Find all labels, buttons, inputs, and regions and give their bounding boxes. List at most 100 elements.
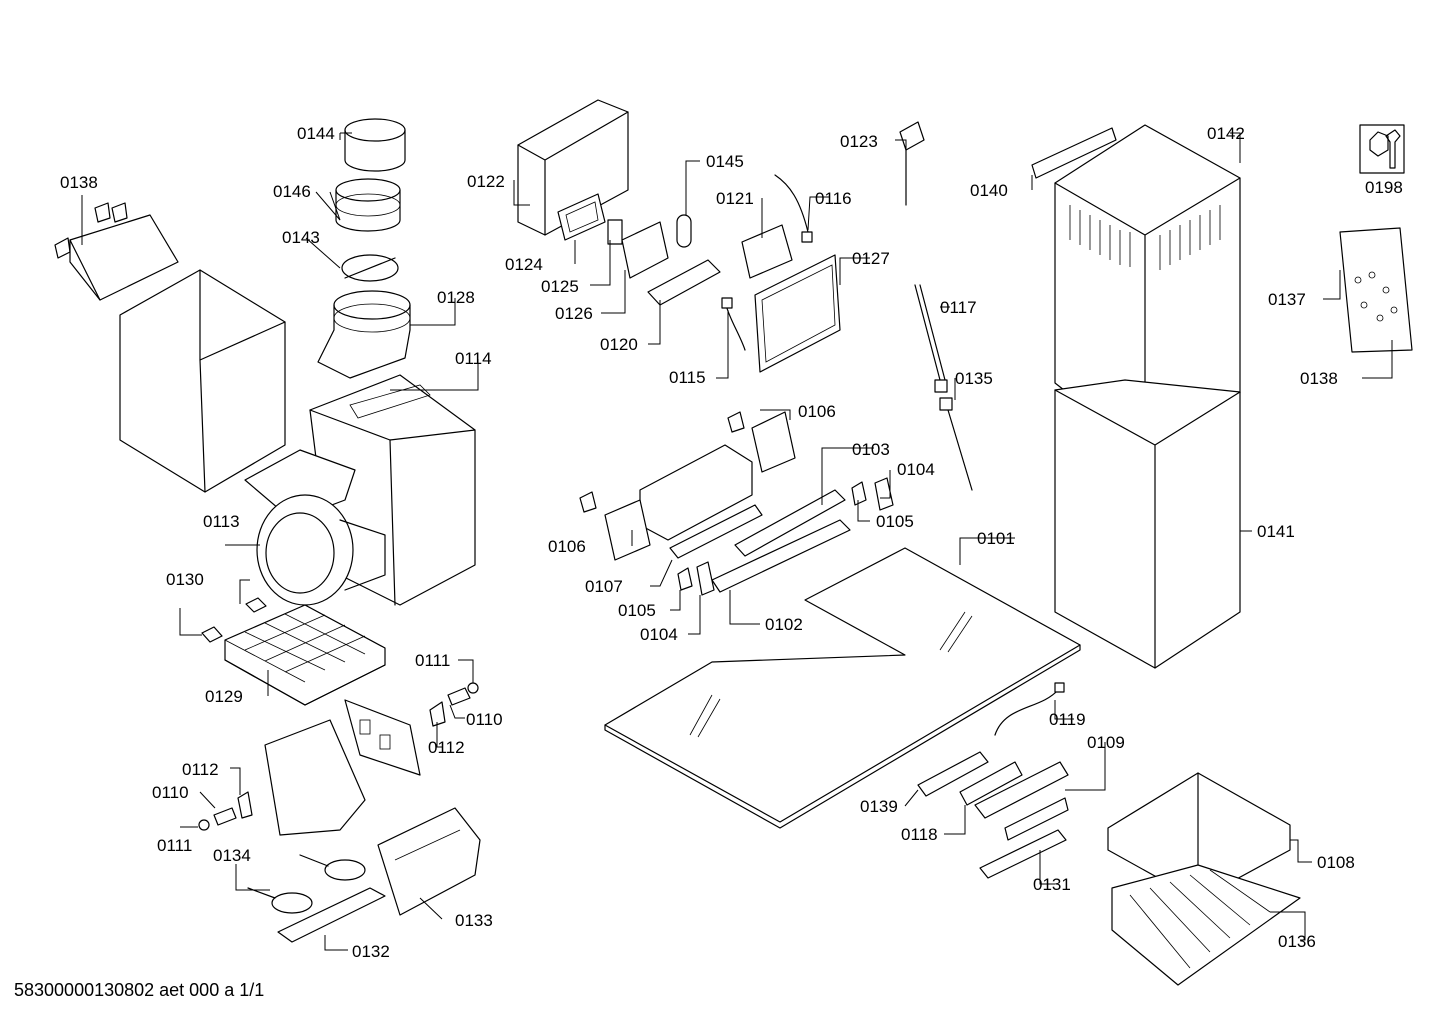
chimney-lower-0141 bbox=[1054, 379, 1241, 669]
document-footer: 58300000130802 aet 000 a 1/1 bbox=[14, 980, 265, 1000]
label-0102: 0102 bbox=[765, 615, 803, 634]
duct-ring-0146 bbox=[335, 178, 401, 232]
bolt-0110-left bbox=[198, 791, 253, 831]
label-0110-left: 0110 bbox=[152, 783, 189, 802]
label-0120: 0120 bbox=[600, 335, 638, 354]
cable-0135 bbox=[939, 397, 973, 491]
label-0103: 0103 bbox=[852, 440, 890, 459]
bolt-0110-right bbox=[429, 682, 479, 727]
module-0124 bbox=[557, 193, 606, 241]
label-0129: 0129 bbox=[205, 687, 243, 706]
label-0105-left: 0105 bbox=[618, 601, 656, 620]
label-0141: 0141 bbox=[1257, 522, 1295, 541]
filter-grid-0129 bbox=[224, 604, 386, 706]
label-0118: 0118 bbox=[901, 825, 938, 844]
glass-canopy-0101 bbox=[604, 547, 1081, 829]
label-0101: 0101 bbox=[977, 529, 1015, 548]
rail-0103 bbox=[734, 489, 846, 557]
label-0143: 0143 bbox=[282, 228, 320, 247]
label-0107: 0107 bbox=[585, 577, 623, 596]
rail-0107 bbox=[669, 504, 763, 559]
filter-0136 bbox=[1111, 864, 1301, 986]
label-0115: 0115 bbox=[669, 368, 706, 387]
label-0146: 0146 bbox=[273, 182, 311, 201]
bracket-0139 bbox=[917, 751, 989, 797]
bracket-0106-right bbox=[727, 411, 796, 473]
label-0117: 0117 bbox=[940, 298, 977, 317]
label-0138-left: 0138 bbox=[60, 173, 98, 192]
label-0111-left: 0111 bbox=[157, 836, 192, 855]
label-0138-right: 0138 bbox=[1300, 369, 1338, 388]
backdraft-flap-0143 bbox=[341, 254, 399, 282]
label-0139: 0139 bbox=[860, 797, 898, 816]
capacitor-0145 bbox=[676, 214, 692, 248]
control-box-0122 bbox=[517, 99, 629, 236]
panel-0127 bbox=[754, 254, 841, 373]
filter-cover-0108 bbox=[1107, 772, 1291, 901]
transformer-0120 bbox=[647, 259, 721, 306]
fan-motor-0113 bbox=[244, 449, 386, 606]
label-0112-right: 0112 bbox=[428, 738, 465, 757]
bracket-0106-left bbox=[579, 491, 651, 561]
label-0114: 0114 bbox=[455, 349, 492, 368]
label-0110-right: 0110 bbox=[466, 710, 503, 729]
duct-adapter-0128 bbox=[317, 290, 411, 379]
label-0123: 0123 bbox=[840, 132, 878, 151]
front-strip-0109 bbox=[974, 761, 1069, 841]
cable-0117 bbox=[914, 284, 948, 393]
lamp-0134 bbox=[247, 854, 366, 914]
label-0128: 0128 bbox=[437, 288, 475, 307]
label-0105-right: 0105 bbox=[876, 512, 914, 531]
label-0136: 0136 bbox=[1278, 932, 1316, 951]
part-labels: 0138 0144 0146 0143 0128 0114 0113 0130 … bbox=[60, 124, 1403, 961]
plate-0132 bbox=[277, 887, 386, 943]
label-0113: 0113 bbox=[203, 512, 240, 531]
label-0111-right: 0111 bbox=[415, 651, 450, 670]
label-0142: 0142 bbox=[1207, 124, 1245, 143]
connector-0125 bbox=[607, 219, 623, 245]
mounting-plate-lower bbox=[264, 699, 421, 836]
accessory-bag-0137 bbox=[1339, 227, 1413, 353]
label-0104-right: 0104 bbox=[897, 460, 935, 479]
label-0125: 0125 bbox=[541, 277, 579, 296]
label-0108: 0108 bbox=[1317, 853, 1355, 872]
label-0112-left: 0112 bbox=[182, 760, 219, 779]
cable-0119 bbox=[994, 682, 1065, 736]
label-0134: 0134 bbox=[213, 846, 251, 865]
label-0122: 0122 bbox=[467, 172, 505, 191]
board-0126 bbox=[621, 221, 669, 279]
label-0145: 0145 bbox=[706, 152, 744, 171]
housing-panel-left bbox=[119, 269, 286, 493]
power-plug-0123 bbox=[899, 121, 925, 206]
label-0130: 0130 bbox=[166, 570, 204, 589]
label-0198: 0198 bbox=[1365, 178, 1403, 197]
label-0133: 0133 bbox=[455, 911, 493, 930]
label-0140: 0140 bbox=[970, 181, 1008, 200]
label-0124: 0124 bbox=[505, 255, 543, 274]
label-0119: 0119 bbox=[1049, 710, 1086, 729]
bracket-0138-left bbox=[54, 202, 179, 301]
label-0116: 0116 bbox=[815, 189, 852, 208]
label-0121: 0121 bbox=[716, 189, 754, 208]
clips-0104-0105-left bbox=[677, 561, 715, 596]
label-0144: 0144 bbox=[297, 124, 335, 143]
label-0135: 0135 bbox=[955, 369, 993, 388]
clip-0130-a bbox=[245, 597, 267, 613]
cable-0115 bbox=[721, 297, 746, 351]
label-0109: 0109 bbox=[1087, 733, 1125, 752]
label-0106-right: 0106 bbox=[798, 402, 836, 421]
cable-0116 bbox=[774, 174, 813, 243]
clip-0130-b bbox=[201, 626, 223, 643]
strip-0131 bbox=[979, 829, 1067, 879]
switch-0121 bbox=[741, 224, 793, 279]
cover-0133 bbox=[377, 807, 481, 916]
control-panel-0118 bbox=[959, 761, 1023, 806]
label-0137: 0137 bbox=[1268, 290, 1306, 309]
label-0106-left: 0106 bbox=[548, 537, 586, 556]
duct-ring-0144 bbox=[344, 118, 406, 172]
label-0132: 0132 bbox=[352, 942, 390, 961]
clips-0104-0105-right bbox=[851, 477, 894, 511]
label-0127: 0127 bbox=[852, 249, 890, 268]
label-0126: 0126 bbox=[555, 304, 593, 323]
